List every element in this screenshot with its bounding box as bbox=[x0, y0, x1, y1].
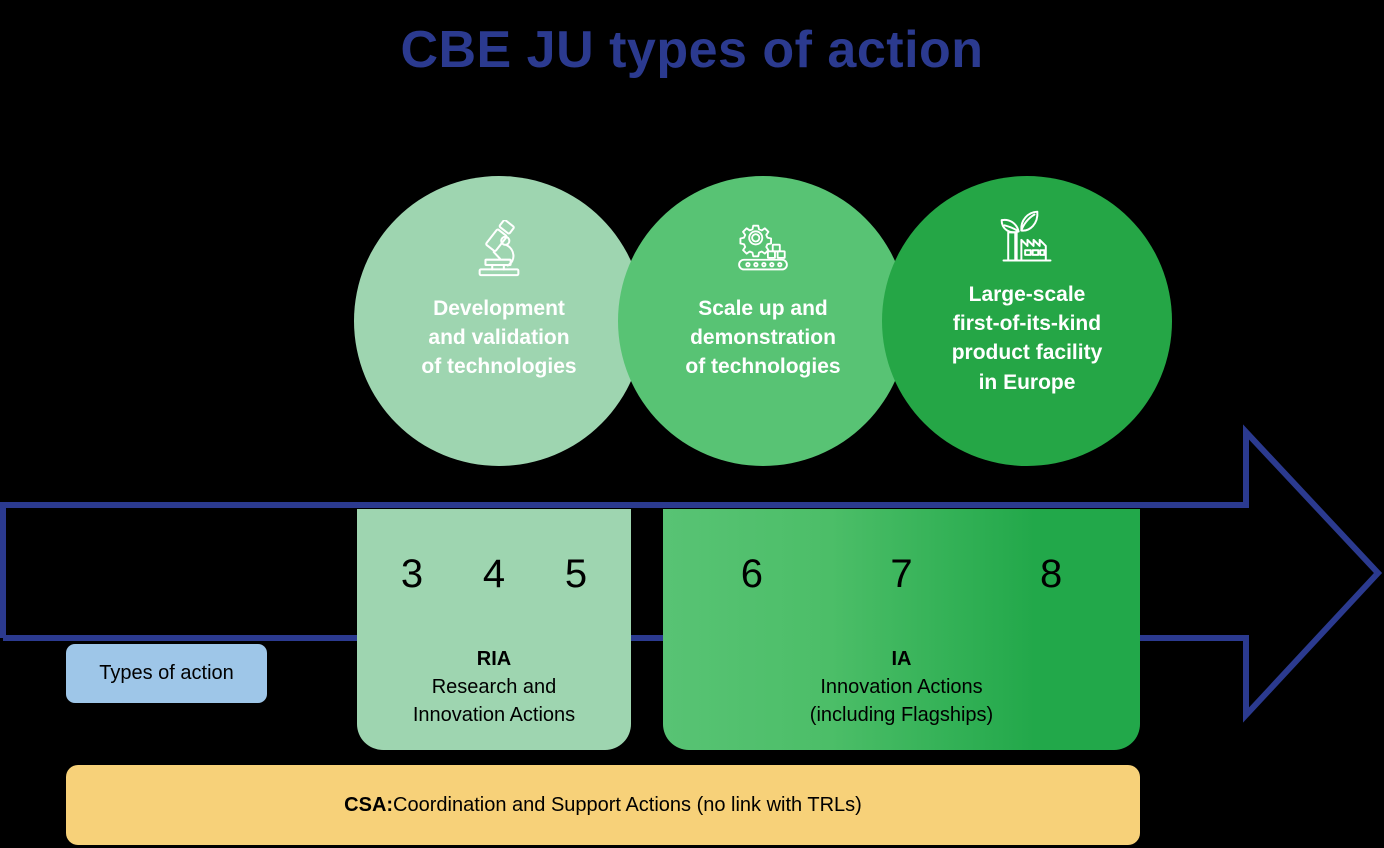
circle-label: Scale up and demonstration of technologi… bbox=[685, 297, 841, 379]
types-of-action-pill[interactable]: Types of action bbox=[66, 644, 267, 703]
types-of-action-label: Types of action bbox=[99, 662, 234, 684]
trl-abbr: IA bbox=[891, 648, 912, 670]
trl-number: 7 bbox=[890, 552, 913, 596]
csa-bar[interactable]: CSA: Coordination and Support Actions (n… bbox=[66, 765, 1140, 845]
circle-label: Development and validation of technologi… bbox=[421, 297, 577, 379]
circle-development-validation[interactable]: Development and validation of technologi… bbox=[354, 176, 644, 466]
page-title: CBE JU types of action bbox=[400, 21, 984, 79]
circle-label: Large-scale first-of-its-kind product fa… bbox=[951, 283, 1103, 394]
circle-large-scale-facility[interactable]: Large-scale first-of-its-kind product fa… bbox=[882, 176, 1172, 466]
trl-number: 5 bbox=[564, 552, 588, 596]
trl-block-ria[interactable]: 3 4 5 RIA Research and Innovation Action… bbox=[357, 509, 631, 750]
circle-scale-up-demonstration[interactable]: Scale up and demonstration of technologi… bbox=[618, 176, 908, 466]
trl-abbr: RIA bbox=[476, 648, 512, 670]
csa-abbr: CSA: bbox=[344, 793, 394, 816]
trl-label-ria: RIA Research and Innovation Actions bbox=[357, 645, 631, 730]
trl-desc: Research and Innovation Actions bbox=[412, 676, 576, 727]
trl-number: 3 bbox=[400, 552, 424, 596]
microscope-icon bbox=[478, 220, 520, 277]
factory-leaf-icon bbox=[1000, 210, 1052, 262]
trl-numbers-ia: 6 7 8 bbox=[663, 509, 1140, 639]
trl-block-ia[interactable]: 6 7 8 IA Innovation Actions (including F… bbox=[663, 509, 1140, 750]
trl-number: 8 bbox=[1040, 552, 1063, 596]
trl-label-ia: IA Innovation Actions (including Flagshi… bbox=[663, 645, 1140, 730]
csa-text: Coordination and Support Actions (no lin… bbox=[393, 793, 862, 816]
right-arrow-outline-icon bbox=[0, 424, 1383, 723]
trl-desc: Innovation Actions (including Flagships) bbox=[809, 676, 994, 727]
gear-conveyor-icon bbox=[738, 224, 788, 271]
trl-numbers-ria: 3 4 5 bbox=[357, 509, 631, 639]
trl-number: 6 bbox=[740, 552, 763, 596]
trl-number: 4 bbox=[482, 552, 506, 596]
